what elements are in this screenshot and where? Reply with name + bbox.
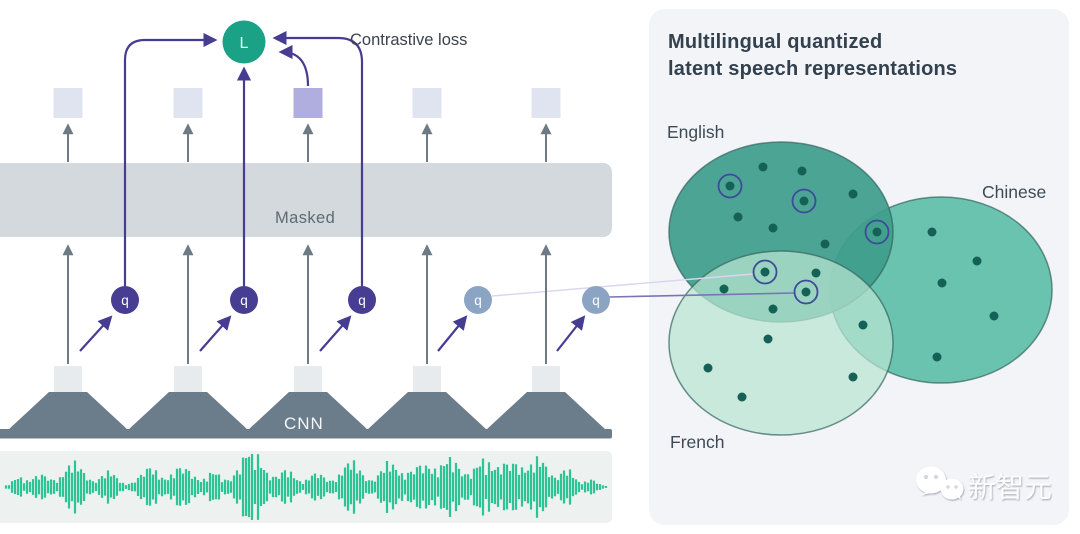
- masked-bar-label: Masked: [275, 209, 335, 227]
- venn-panel: Multilingual quantized latent speech rep…: [649, 9, 1069, 525]
- loss-node: L: [222, 20, 266, 64]
- codebook-dot: [799, 196, 809, 206]
- svg-text:q: q: [592, 293, 600, 308]
- context-output-squares: [53, 88, 561, 118]
- venn-set-french: [668, 250, 894, 436]
- selected-codebook-ring: [717, 173, 743, 199]
- codebook-dot: [972, 256, 982, 266]
- contrastive-loss-label: Contrastive loss: [350, 31, 467, 49]
- codebook-dot: [733, 212, 743, 222]
- wechat-icon: [916, 466, 964, 500]
- context-square: [412, 88, 442, 118]
- codebook-dot: [758, 162, 768, 172]
- codebook-dot: [719, 284, 729, 294]
- codebook-dot: [768, 304, 778, 314]
- cnn-cap: [413, 366, 441, 393]
- cnn-cap: [174, 366, 202, 393]
- masked-context-square: [293, 88, 323, 118]
- quantizer-node-faded: q: [464, 286, 492, 314]
- quantizer-node-active: q: [230, 286, 258, 314]
- codebook-dot: [797, 166, 807, 176]
- cnn-trapezoid: [486, 392, 606, 430]
- context-to-loss-arrow: [278, 44, 310, 87]
- codebook-dot: [768, 223, 778, 233]
- watermark-text: 新智元: [968, 472, 1052, 503]
- codebook-dot: [927, 227, 937, 237]
- waveform-trace: [4, 454, 608, 520]
- svg-text:q: q: [240, 293, 248, 308]
- masked-bar: [0, 163, 612, 237]
- codebook-dot: [848, 372, 858, 382]
- venn-title-line1: Multilingual quantized: [668, 31, 882, 53]
- cnn-label: CNN: [284, 414, 324, 433]
- cnn-cap: [54, 366, 82, 393]
- codebook-dot: [858, 320, 868, 330]
- set-label-french: French: [670, 432, 724, 452]
- codebook-dot: [763, 334, 773, 344]
- quantizer-node-faded: q: [582, 286, 610, 314]
- cnn-cap: [532, 366, 560, 393]
- codebook-dot: [872, 227, 882, 237]
- quantizer-node-active: q: [348, 286, 376, 314]
- q5-connection-line: [608, 292, 795, 298]
- q4-connection-line: [491, 273, 754, 297]
- selected-codebook-ring: [791, 188, 817, 214]
- set-label-chinese: Chinese: [982, 182, 1046, 202]
- architecture-diagram: Masked: [0, 20, 612, 523]
- quantizer-to-venn-links: [491, 273, 795, 298]
- cnn-trapezoid: [248, 392, 368, 430]
- mask-to-output-arrows: [62, 123, 552, 162]
- codebook-dot: [811, 268, 821, 278]
- codebook-dot: [760, 267, 770, 277]
- q3-to-loss-arrow: [272, 30, 364, 286]
- codebook-dots-layer: [703, 162, 999, 402]
- svg-text:q: q: [358, 293, 366, 308]
- cnn-trapezoid: [8, 392, 128, 430]
- encoder-to-mask-arrows: [62, 244, 552, 364]
- cnn-encoder: CNN: [0, 366, 612, 439]
- svg-text:q: q: [474, 293, 482, 308]
- watermark: 新智元: [916, 466, 1052, 503]
- codebook-dot: [848, 189, 858, 199]
- codebook-dot: [725, 181, 735, 191]
- cnn-trapezoid: [367, 392, 487, 430]
- cnn-base-bar: [0, 429, 612, 439]
- selected-codebook-ring: [864, 219, 890, 245]
- quantizer-node-active: q: [111, 286, 139, 314]
- context-square: [531, 88, 561, 118]
- codebook-dot: [737, 392, 747, 402]
- codebook-dot: [820, 239, 830, 249]
- context-square: [53, 88, 83, 118]
- cnn-cap: [294, 366, 322, 393]
- codebook-dot: [937, 278, 947, 288]
- selected-codebook-ring: [793, 279, 819, 305]
- codebook-dot: [989, 311, 999, 321]
- codebook-dot: [801, 287, 811, 297]
- svg-text:q: q: [121, 293, 129, 308]
- loss-arrows: [123, 30, 364, 286]
- loss-node-circle: [222, 20, 266, 64]
- waveform-section: [0, 451, 612, 523]
- quantizer-arrows: [79, 315, 586, 352]
- codebook-dot: [703, 363, 713, 373]
- codebook-dot: [932, 352, 942, 362]
- q1-to-loss-arrow: [123, 32, 218, 286]
- selected-codebook-ring: [752, 259, 778, 285]
- venn-title-line2: latent speech representations: [668, 58, 957, 80]
- set-label-english: English: [667, 122, 724, 142]
- context-square: [173, 88, 203, 118]
- loss-node-label: L: [240, 35, 249, 52]
- cnn-trapezoid: [128, 392, 248, 430]
- quantizer-nodes: q q q q q: [111, 286, 610, 314]
- waveform: [4, 454, 608, 520]
